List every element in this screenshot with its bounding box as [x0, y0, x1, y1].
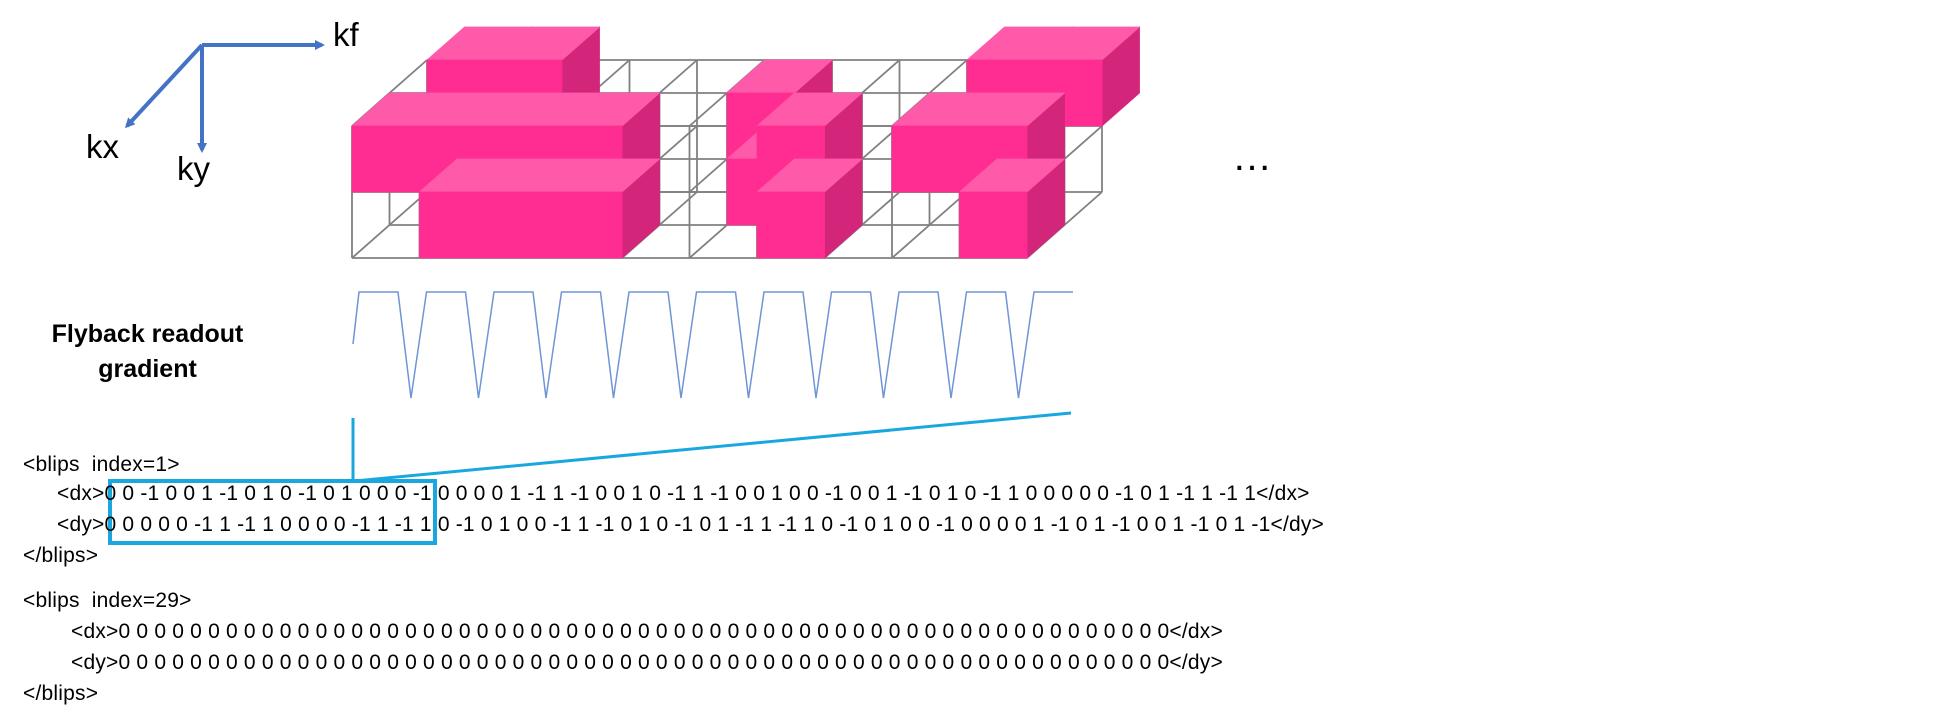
- voxel-front-face: [891, 125, 960, 193]
- blips-close-2: </blips>: [23, 682, 99, 705]
- blips-open-2: <blips index=29>: [23, 589, 192, 612]
- dx-close-tag: </dx>: [1256, 482, 1310, 505]
- voxel-front-face: [486, 191, 555, 259]
- gradient-title: Flyback readout gradient: [51, 320, 244, 383]
- dy-values: 0 0 0 0 0 0 0 0 0 0 0 0 0 0 0 0 0 0 0 0 …: [118, 651, 1170, 674]
- flyback-gradient-waveform: [352, 291, 1073, 399]
- zoom-connector-right: [354, 411, 1072, 483]
- dy-line-1: <dy>0 0 0 0 0 -1 1 -1 1 0 0 0 0 -1 1 -1 …: [57, 511, 1324, 539]
- dx-open-tag: <dx>: [71, 620, 119, 643]
- dy-open-tag: <dy>: [71, 651, 119, 674]
- highlight-box: [108, 479, 437, 545]
- kf-axis-label: kf: [333, 16, 360, 53]
- sampled-voxels: [350, 26, 1141, 259]
- axes-group: kf kx ky: [86, 16, 360, 187]
- dx-line-2: <dx>0 0 0 0 0 0 0 0 0 0 0 0 0 0 0 0 0 0 …: [71, 618, 1223, 646]
- dx-open-tag: <dx>: [57, 482, 105, 505]
- grid-line: [351, 191, 428, 259]
- dx-values: 0 0 -1 0 0 1 -1 0 1 0 -1 0 1 0 0 0 -1 0 …: [104, 482, 1257, 505]
- dx-values: 0 0 0 0 0 0 0 0 0 0 0 0 0 0 0 0 0 0 0 0 …: [118, 620, 1170, 643]
- dx-close-tag: </dx>: [1169, 620, 1223, 643]
- kx-axis-label: kx: [86, 128, 120, 165]
- dy-open-tag: <dy>: [57, 513, 105, 536]
- voxel-front-face: [959, 191, 1028, 259]
- blips-close-1: </blips>: [23, 544, 99, 567]
- ky-axis-label: ky: [177, 150, 211, 187]
- continuation-ellipsis: …: [1232, 135, 1272, 179]
- dy-values: 0 0 0 0 0 -1 1 -1 1 0 0 0 0 -1 1 -1 1 0 …: [104, 513, 1271, 536]
- dy-line-2: <dy>0 0 0 0 0 0 0 0 0 0 0 0 0 0 0 0 0 0 …: [71, 649, 1223, 677]
- voxel-front-face: [419, 191, 488, 259]
- voxel-front-face: [554, 191, 623, 259]
- dy-close-tag: </dy>: [1169, 651, 1223, 674]
- dx-line-1: <dx>0 0 -1 0 0 1 -1 0 1 0 -1 0 1 0 0 0 -…: [57, 480, 1310, 508]
- voxel-front-face: [351, 125, 420, 193]
- grid-line: [891, 191, 968, 259]
- kx-axis-arrow: [124, 43, 204, 129]
- voxel-front-face: [756, 191, 825, 259]
- blips-open-1: <blips index=1>: [23, 453, 180, 476]
- dy-close-tag: </dy>: [1270, 513, 1325, 536]
